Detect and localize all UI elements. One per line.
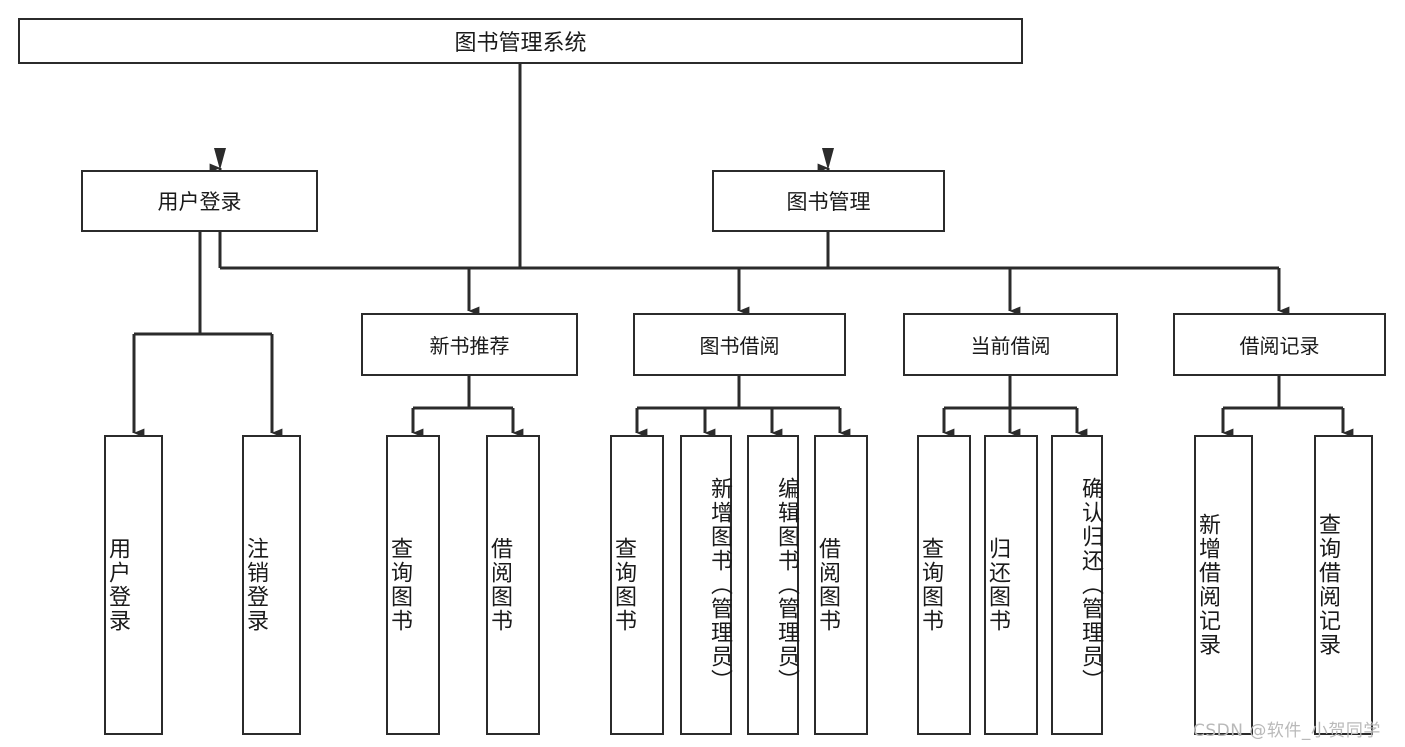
node-root[interactable]: 图书管理系统 — [18, 18, 1023, 64]
leaf-label: 编辑图书（管理员） — [774, 477, 799, 693]
leaf-label: 归还图书 — [985, 537, 1010, 633]
leaf-label: 查询图书 — [918, 537, 943, 633]
node-leaf-add-record[interactable]: 新增借阅记录 — [1194, 435, 1253, 735]
leaf-label: 查询图书 — [611, 537, 636, 633]
node-book-borrow[interactable]: 图书借阅 — [633, 313, 846, 376]
node-leaf-query-record[interactable]: 查询借阅记录 — [1314, 435, 1373, 735]
node-leaf-borrow-book-1[interactable]: 借阅图书 — [486, 435, 540, 735]
node-user-login[interactable]: 用户登录 — [81, 170, 318, 232]
node-current-borrow[interactable]: 当前借阅 — [903, 313, 1118, 376]
leaf-label: 新增图书（管理员） — [707, 477, 732, 693]
leaf-label: 查询借阅记录 — [1315, 513, 1340, 657]
node-leaf-query-book-2[interactable]: 查询图书 — [610, 435, 664, 735]
leaf-label: 用户登录 — [105, 537, 130, 633]
node-leaf-add-book[interactable]: 新增图书（管理员） — [680, 435, 732, 735]
node-leaf-logout[interactable]: 注销登录 — [242, 435, 301, 735]
leaf-label: 确认归还（管理员） — [1078, 477, 1103, 693]
node-leaf-user-login[interactable]: 用户登录 — [104, 435, 163, 735]
node-leaf-query-book-1[interactable]: 查询图书 — [386, 435, 440, 735]
leaf-label: 借阅图书 — [487, 537, 512, 633]
leaf-label: 注销登录 — [243, 537, 268, 633]
leaf-label: 查询图书 — [387, 537, 412, 633]
node-leaf-edit-book[interactable]: 编辑图书（管理员） — [747, 435, 799, 735]
node-leaf-borrow-book-2[interactable]: 借阅图书 — [814, 435, 868, 735]
leaf-label: 借阅图书 — [815, 537, 840, 633]
leaf-label: 新增借阅记录 — [1195, 513, 1220, 657]
node-leaf-return-book[interactable]: 归还图书 — [984, 435, 1038, 735]
node-borrow-records[interactable]: 借阅记录 — [1173, 313, 1386, 376]
node-leaf-confirm-return[interactable]: 确认归还（管理员） — [1051, 435, 1103, 735]
node-book-management[interactable]: 图书管理 — [712, 170, 945, 232]
node-leaf-query-book-3[interactable]: 查询图书 — [917, 435, 971, 735]
node-new-book-recommend[interactable]: 新书推荐 — [361, 313, 578, 376]
